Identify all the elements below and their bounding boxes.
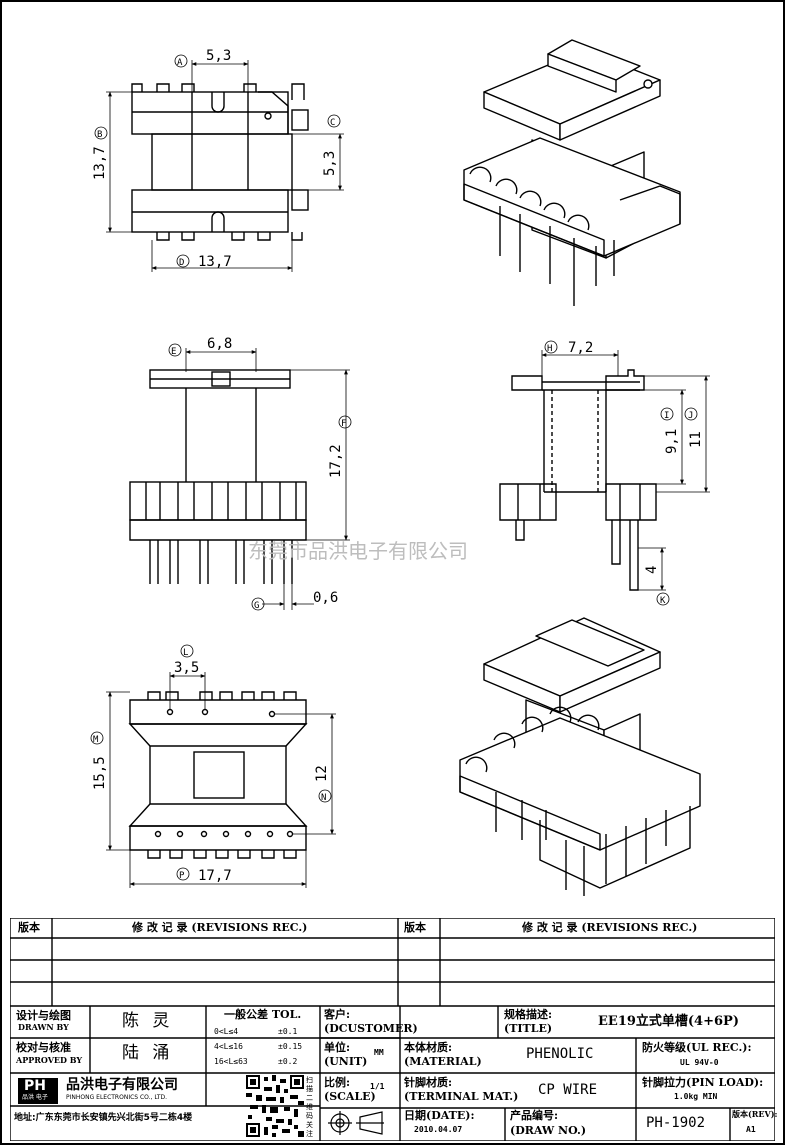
designed-en: DRAWN BY xyxy=(18,1022,69,1032)
terminal-en: (TERMINAL MAT.) xyxy=(404,1090,519,1103)
dim-B-rot: 13,7 xyxy=(92,146,108,180)
dim-J-label: J xyxy=(688,411,693,421)
tol-value-0: ±0.1 xyxy=(278,1027,298,1036)
rev-col-record: 修 改 记 录 (REVISIONS REC.) xyxy=(132,921,308,934)
material-value: PHENOLIC xyxy=(526,1046,594,1062)
dim-F-label: F xyxy=(341,419,346,429)
material-en: (MATERIAL) xyxy=(404,1055,482,1068)
approver-name: 陆 涌 xyxy=(122,1043,174,1063)
watermark: 东莞市品洪电子有限公司 xyxy=(248,539,468,563)
dim-P-value: 17,7 xyxy=(198,868,232,884)
dim-J-value: 11 xyxy=(688,431,704,448)
terminal-cn: 针脚材质: xyxy=(404,1076,453,1089)
company-name-cn: 品洪电子有限公司 xyxy=(66,1077,178,1093)
side-view xyxy=(499,369,657,591)
title-block: 版本 修 改 记 录 (REVISIONS REC.) 版本 修 改 记 录 (… xyxy=(10,918,778,1141)
dim-I-label: I xyxy=(664,411,669,421)
rev-value: A1 xyxy=(746,1125,756,1134)
unit-cn: 单位: xyxy=(324,1041,351,1054)
drawno-cn: 产品编号: xyxy=(510,1109,559,1122)
dim-K-value: 4 xyxy=(644,566,660,574)
qr-code-icon xyxy=(246,1075,304,1137)
tol-title: 一般公差 TOL. xyxy=(224,1008,302,1021)
dim-N-label: N xyxy=(321,793,326,803)
dim-I-value: 9,1 xyxy=(664,429,680,454)
dim-C-rot: 5,3 xyxy=(322,151,338,176)
tol-range-0: 0<L≤4 xyxy=(214,1027,239,1036)
approved-en: APPROVED BY xyxy=(16,1055,83,1065)
qr-side-text: 扫描二维码关注 xyxy=(306,1076,313,1138)
side-view-dims xyxy=(541,340,710,606)
dim-C-label: C xyxy=(330,118,335,128)
ul-cn: 防火等级(UL REC.): xyxy=(642,1041,752,1054)
rev-col-version-2: 版本 xyxy=(404,921,426,934)
tol-value-2: ±0.2 xyxy=(278,1057,298,1066)
designer-name: 陈 灵 xyxy=(122,1011,174,1031)
unit-en: (UNIT) xyxy=(324,1055,368,1068)
unit-value: MM xyxy=(374,1048,384,1057)
dim-D-label: D xyxy=(179,258,184,268)
scale-en: (SCALE) xyxy=(324,1090,376,1103)
pinload-value: 1.0kg MIN xyxy=(674,1092,718,1101)
dim-L-value: 3,5 xyxy=(174,660,199,676)
dim-A-value: 5,3 xyxy=(206,48,231,64)
top-view-dim-text: 5,3 A B C D 13,7 xyxy=(97,48,335,270)
customer-cn: 客户: xyxy=(324,1008,351,1021)
company-logo xyxy=(18,1078,58,1104)
company-logo-mark: PH xyxy=(24,1078,46,1094)
bottom-view xyxy=(128,691,308,859)
drawno-value: PH-1902 xyxy=(646,1115,706,1131)
dim-G-value: 0,6 xyxy=(313,590,338,606)
title-block-grid xyxy=(10,918,775,1141)
bottom-view-dims xyxy=(90,644,336,888)
dim-M-label: M xyxy=(93,735,99,745)
rev-col-record-2: 修 改 记 录 (REVISIONS REC.) xyxy=(522,921,698,934)
dim-N-value: 12 xyxy=(314,765,330,782)
dim-B-label: B xyxy=(97,130,102,140)
dim-A-label: A xyxy=(177,58,183,68)
tol-range-2: 16<L≤63 xyxy=(214,1057,248,1066)
terminal-value: CP WIRE xyxy=(538,1082,598,1098)
tol-value-1: ±0.15 xyxy=(278,1042,303,1051)
dim-H-label: H xyxy=(547,344,552,354)
dim-D-value: 13,7 xyxy=(198,254,232,270)
tol-range-1: 4<L≤16 xyxy=(214,1042,243,1051)
third-angle-projection-icon xyxy=(328,1111,384,1135)
top-view-dims xyxy=(94,54,344,272)
scale-cn: 比例: xyxy=(324,1076,351,1089)
dim-L-label: L xyxy=(183,648,188,658)
company-name-en: PINHONG ELECTRONICS CO., LTD. xyxy=(66,1094,168,1101)
dim-E-value: 6,8 xyxy=(207,336,232,352)
dim-E-label: E xyxy=(171,347,176,357)
title-en: (TITLE) xyxy=(504,1022,553,1035)
designed-cn: 设计与绘图 xyxy=(16,1009,71,1022)
company-logo-sub: 品洪 电子 xyxy=(22,1094,48,1101)
approved-cn: 校对与核准 xyxy=(16,1041,71,1054)
dim-K-label: K xyxy=(660,596,666,606)
front-view-dims xyxy=(168,343,352,611)
rev-col-version: 版本 xyxy=(18,921,40,934)
ul-value: UL 94V-0 xyxy=(680,1058,719,1067)
pinload-cn: 针脚拉力(PIN LOAD): xyxy=(642,1076,764,1089)
rev-cn: 版本(REV): xyxy=(732,1109,778,1119)
isometric-view-top xyxy=(463,39,681,306)
title-value: EE19立式单槽(4+6P) xyxy=(598,1014,739,1029)
drawno-en: (DRAW NO.) xyxy=(510,1124,587,1137)
customer-en: (DCUSTOMER) xyxy=(324,1022,418,1035)
date-cn: 日期(DATE): xyxy=(404,1109,475,1122)
dim-P-label: P xyxy=(179,871,185,881)
top-view xyxy=(131,83,309,241)
dim-F-value: 17,2 xyxy=(328,444,344,478)
material-cn: 本体材质: xyxy=(404,1041,453,1054)
title-cn: 规格描述: xyxy=(504,1008,553,1021)
dim-G-label: G xyxy=(254,601,259,611)
dim-M-value: 15,5 xyxy=(92,756,108,790)
scale-value: 1/1 xyxy=(370,1082,385,1091)
company-address: 地址:广东东莞市长安镇先兴北街5号二栋4楼 xyxy=(14,1113,193,1123)
date-value: 2010.04.07 xyxy=(414,1125,463,1134)
dim-H-value: 7,2 xyxy=(568,340,593,356)
isometric-view-bottom xyxy=(459,617,701,896)
